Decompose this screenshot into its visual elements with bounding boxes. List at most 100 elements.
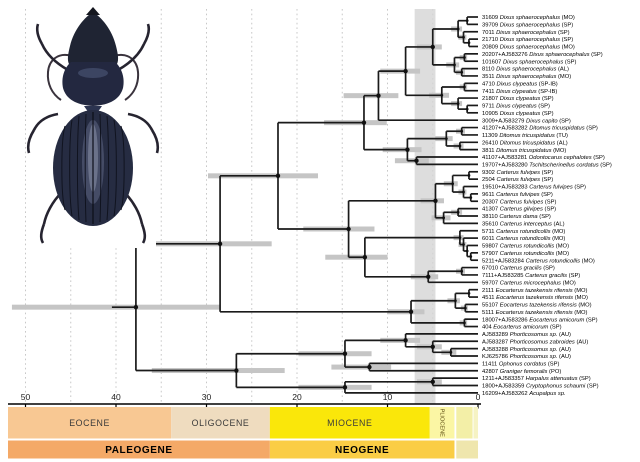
node-dot — [217, 241, 223, 247]
tip-label: 7011 Dixus sphaerocephalus (SP) — [482, 30, 570, 36]
beetle-leg — [127, 112, 160, 154]
tip-label: AJ583288 Phorticosomus sp. (AU) — [482, 347, 571, 353]
tip-label: 42807 Graniger femoralis (PO) — [482, 369, 561, 375]
tip-label: 21807 Dixus clypeatus (SP) — [482, 96, 554, 102]
epoch-band-oligocene — [171, 407, 270, 439]
epoch-band — [473, 407, 478, 439]
tip-label: 55107 Eocarterus tazekensis rifensis (MO… — [482, 303, 592, 309]
node-dot — [275, 173, 281, 179]
beetle-photo — [26, 2, 160, 248]
node-dot — [403, 338, 408, 343]
node-dot — [465, 107, 469, 111]
node-dot — [442, 216, 446, 220]
node-dot — [342, 385, 348, 390]
tip-label: 3511 Dixus sphaerocephalus (MO) — [482, 74, 571, 80]
node-dot — [469, 255, 473, 258]
beetle-elytra-stria — [76, 115, 80, 221]
tip-label: 9611 Carterus fulvipes (SP) — [482, 192, 553, 198]
beetle-illustration — [26, 7, 160, 244]
node-dot — [467, 174, 471, 177]
tip-label: 21710 Dixus sphaerocephalus (SP) — [482, 37, 573, 43]
tip-label: 3009+AJ583279 Dixus capito (SP) — [482, 118, 571, 124]
tip-label: 6011 Carterus rotundicollis (MO) — [482, 236, 565, 242]
tip-label: 41307 Carterus gilvipes (SP) — [482, 207, 556, 213]
beetle-elytra-stria — [61, 125, 66, 211]
tip-label: 3811 Ditomus tricuspidatus (MO) — [482, 148, 566, 154]
tip-label: 101607 Dixus sphaerocephalus (SP) — [482, 59, 577, 65]
epoch-band-eocene — [8, 407, 172, 439]
node-dot — [361, 120, 367, 125]
tip-label: 5211+AJ583284 Carterus rotundicollis (MO… — [482, 258, 595, 264]
tip-label: 41207+AJ583282 Ditomus tricuspidatus (SP… — [482, 126, 598, 132]
beetle-head — [67, 12, 119, 64]
node-dot — [449, 350, 453, 354]
epoch-band-paleogene — [8, 440, 270, 459]
tip-label: 31609 Dixus sphaerocephalus (MO) — [482, 15, 575, 21]
node-dot — [456, 27, 460, 31]
node-dot — [456, 102, 460, 105]
node-dot — [440, 93, 444, 97]
epoch-label: OLIGOCENE — [192, 418, 250, 428]
tip-label: 59707 Carterus microcephalus (MO) — [482, 280, 576, 286]
node-dot — [414, 158, 419, 163]
node-dot — [451, 182, 455, 186]
tip-label: 20809 Dixus sphaerocephalus (MO) — [482, 45, 575, 51]
axis-tick-label: 50 — [21, 392, 31, 402]
tip-label: 2504 Carterus fulvipes (SP) — [482, 177, 553, 183]
node-dot — [460, 70, 464, 74]
node-dot — [133, 304, 139, 310]
node-dot — [460, 269, 464, 273]
node-dot — [462, 243, 465, 246]
axis-tick-label: 0 — [476, 392, 481, 402]
tip-label: 18007+AJ583286 Eocarterus amicorum (SP) — [482, 317, 598, 323]
node-dot — [456, 210, 460, 214]
epoch-label: PALEOGENE — [105, 445, 172, 456]
tip-label: 11411 Ophonus cordatus (SP) — [482, 361, 560, 367]
beetle-mandibles — [86, 7, 100, 15]
node-dot — [342, 351, 348, 356]
node-dot — [463, 306, 467, 310]
beetle-leg — [117, 23, 151, 72]
node-dot — [403, 68, 408, 74]
tip-label: 2111 Eocarterus tazekensis rifensis (MO) — [482, 288, 588, 294]
node-dot — [462, 35, 465, 39]
tip-label: 16209+AJ583262 Acupalpus sp. — [482, 391, 566, 397]
tip-label: 9302 Carterus fulvipes (SP) — [482, 170, 553, 176]
tip-label: 20207+AJ583276 Dixus sphaerocephalus (SP… — [482, 52, 603, 58]
tip-label: 8110 Dixus sphaerocephalus (AL) — [482, 67, 569, 73]
beetle-elytra-stria — [69, 119, 73, 217]
epoch-label: NEOGENE — [335, 445, 389, 456]
node-dot — [405, 147, 410, 152]
tip-label: 67010 Carterus gracilis (SP) — [482, 266, 555, 272]
tip-label: 4710 Dixus clypeatus (SP-IB) — [482, 81, 558, 87]
beetle-leg — [26, 112, 59, 154]
beetle-elytra-stria — [99, 113, 102, 223]
tip-label: 20307 Carterus fulvipes (SP) — [482, 199, 557, 205]
node-dot — [426, 274, 431, 279]
tip-label: AJ583287 Phorticosomus zabroides (AU) — [482, 339, 588, 345]
node-dot — [430, 379, 435, 385]
node-dot — [465, 249, 469, 253]
node-dot — [234, 368, 239, 373]
node-dot — [467, 41, 471, 45]
tip-label: 59807 Carterus rotundicollis (MO) — [482, 244, 569, 250]
node-dot — [458, 144, 462, 148]
axis-tick-label: 40 — [111, 392, 121, 402]
tip-label: 10905 Dixus clypeatus (SP) — [482, 111, 554, 117]
tip-label: 39709 Dixus sphaerocephalus (SP) — [482, 22, 573, 28]
tip-label: 1211+AJ583357 Harpalus attenuatus (SP) — [482, 376, 591, 382]
beetle-leg — [35, 23, 69, 72]
node-dot — [346, 226, 351, 232]
tip-label: 404 Eocarterus amicorum (SP) — [482, 325, 562, 331]
beetle-pronotum — [62, 62, 124, 106]
node-dot — [460, 129, 464, 133]
epoch-band — [456, 440, 478, 459]
tip-label: 38110 Carterus dama (SP) — [482, 214, 551, 220]
node-dot — [469, 196, 473, 199]
node-dot — [367, 364, 372, 370]
node-dot — [430, 344, 435, 350]
epoch-band-pliocene — [429, 407, 455, 439]
